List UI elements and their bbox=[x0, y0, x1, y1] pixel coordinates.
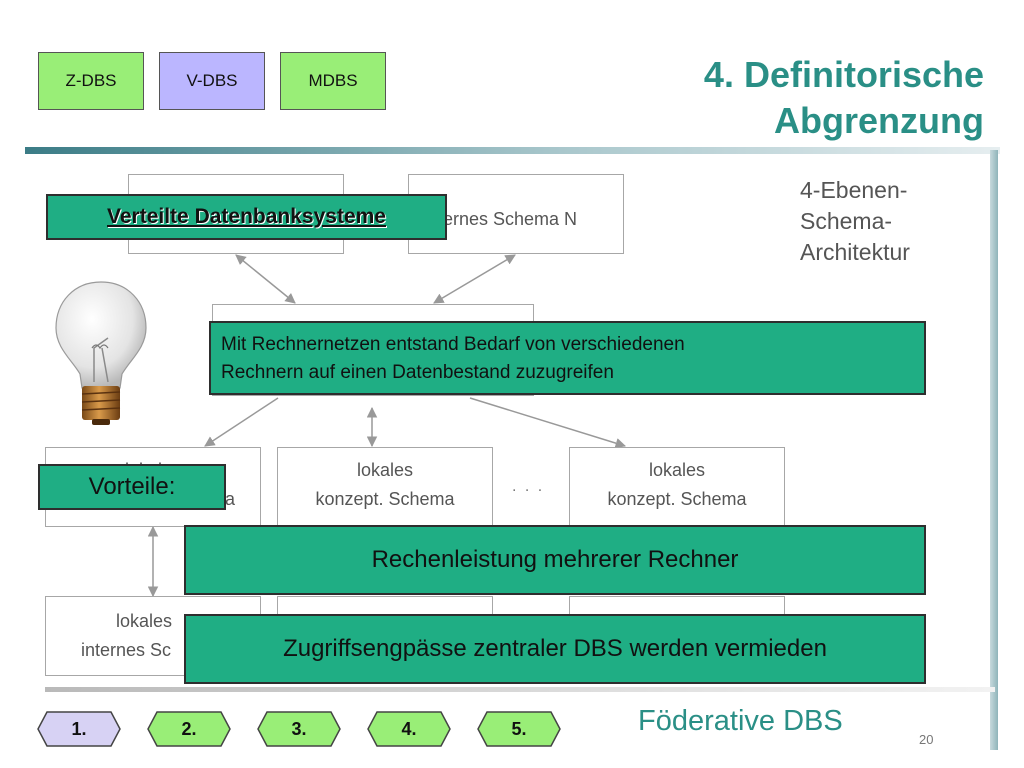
note-line2: Rechnern auf einen Datenbestand zuzugrei… bbox=[221, 362, 614, 383]
mdbs-label: MDBS bbox=[308, 71, 358, 90]
nav-step-4-label: 4. bbox=[401, 718, 417, 739]
nav-step-2[interactable]: 2. bbox=[147, 711, 231, 747]
advantage-text-2: Zugriffsengpässe zentraler DBS werden ve… bbox=[283, 635, 827, 662]
z-dbs-button[interactable]: Z-DBS bbox=[38, 52, 144, 110]
top-divider bbox=[25, 147, 1000, 154]
note-box: Mit Rechnernetzen entstand Bedarf von ve… bbox=[209, 321, 926, 395]
heading-box: Verteilte Datenbanksysteme bbox=[46, 194, 447, 240]
nav-step-5-shape bbox=[477, 711, 561, 747]
slide-title-line2: Abgrenzung bbox=[774, 100, 984, 141]
nav-step-2-label: 2. bbox=[181, 718, 197, 739]
architecture-label: 4-Ebenen- Schema- Architektur bbox=[800, 175, 980, 268]
footer-title: Föderative DBS bbox=[638, 705, 843, 737]
schema-box-top-right: ernes Schema N bbox=[408, 174, 624, 254]
schema-box-mid-left-line2: a bbox=[224, 489, 235, 509]
nav-step-4[interactable]: 4. bbox=[367, 711, 451, 747]
z-dbs-label: Z-DBS bbox=[65, 71, 117, 90]
note-line1: Mit Rechnernetzen entstand Bedarf von ve… bbox=[221, 334, 685, 355]
schema-box-top-right-text: ernes Schema N bbox=[443, 209, 578, 229]
schema-box-mid-center: lokales konzept. Schema bbox=[277, 447, 493, 527]
ellipsis: . . . bbox=[512, 478, 545, 495]
nav-step-1-label: 1. bbox=[71, 718, 87, 739]
vorteile-box: Vorteile: bbox=[38, 464, 226, 510]
nav-step-3-shape bbox=[257, 711, 341, 747]
nav-step-3[interactable]: 3. bbox=[257, 711, 341, 747]
nav-step-1[interactable]: 1. bbox=[37, 711, 121, 747]
heading-text: Verteilte Datenbanksysteme bbox=[107, 205, 386, 228]
slide-title-line1: 4. Definitorische bbox=[703, 54, 984, 95]
schema-box-mid-right: lokales konzept. Schema bbox=[569, 447, 785, 527]
architecture-label-line2: Schema- bbox=[800, 208, 893, 234]
advantage-box-2: Zugriffsengpässe zentraler DBS werden ve… bbox=[184, 614, 926, 684]
bottom-divider bbox=[45, 687, 995, 692]
v-dbs-button[interactable]: V-DBS bbox=[159, 52, 265, 110]
right-divider bbox=[990, 150, 998, 750]
nav-step-5[interactable]: 5. bbox=[477, 711, 561, 747]
advantage-text-1: Rechenleistung mehrerer Rechner bbox=[371, 546, 739, 573]
architecture-label-line3: Architektur bbox=[800, 239, 910, 265]
v-dbs-label: V-DBS bbox=[186, 71, 238, 90]
mdbs-button[interactable]: MDBS bbox=[280, 52, 386, 110]
nav-step-1-shape bbox=[37, 711, 121, 747]
schema-box-bottom-left-line2: internes Sc bbox=[81, 640, 172, 660]
nav-step-3-label: 3. bbox=[291, 718, 307, 739]
architecture-label-line1: 4-Ebenen- bbox=[800, 177, 908, 203]
vorteile-label: Vorteile: bbox=[88, 473, 176, 500]
schema-box-mid-center-line1: lokales bbox=[356, 460, 414, 480]
schema-box-mid-right-line2: konzept. Schema bbox=[607, 489, 747, 509]
schema-box-mid-right-line1: lokales bbox=[648, 460, 706, 480]
nav-step-2-shape bbox=[147, 711, 231, 747]
slide-title: 4. Definitorische Abgrenzung bbox=[564, 52, 984, 144]
nav-step-5-label: 5. bbox=[511, 718, 527, 739]
schema-box-bottom-left-line1: lokales bbox=[116, 611, 173, 631]
schema-box-mid-center-line2: konzept. Schema bbox=[315, 489, 455, 509]
page-number: 20 bbox=[919, 732, 934, 747]
light-bulb-icon bbox=[55, 281, 147, 425]
nav-step-4-shape bbox=[367, 711, 451, 747]
advantage-box-1: Rechenleistung mehrerer Rechner bbox=[184, 525, 926, 595]
